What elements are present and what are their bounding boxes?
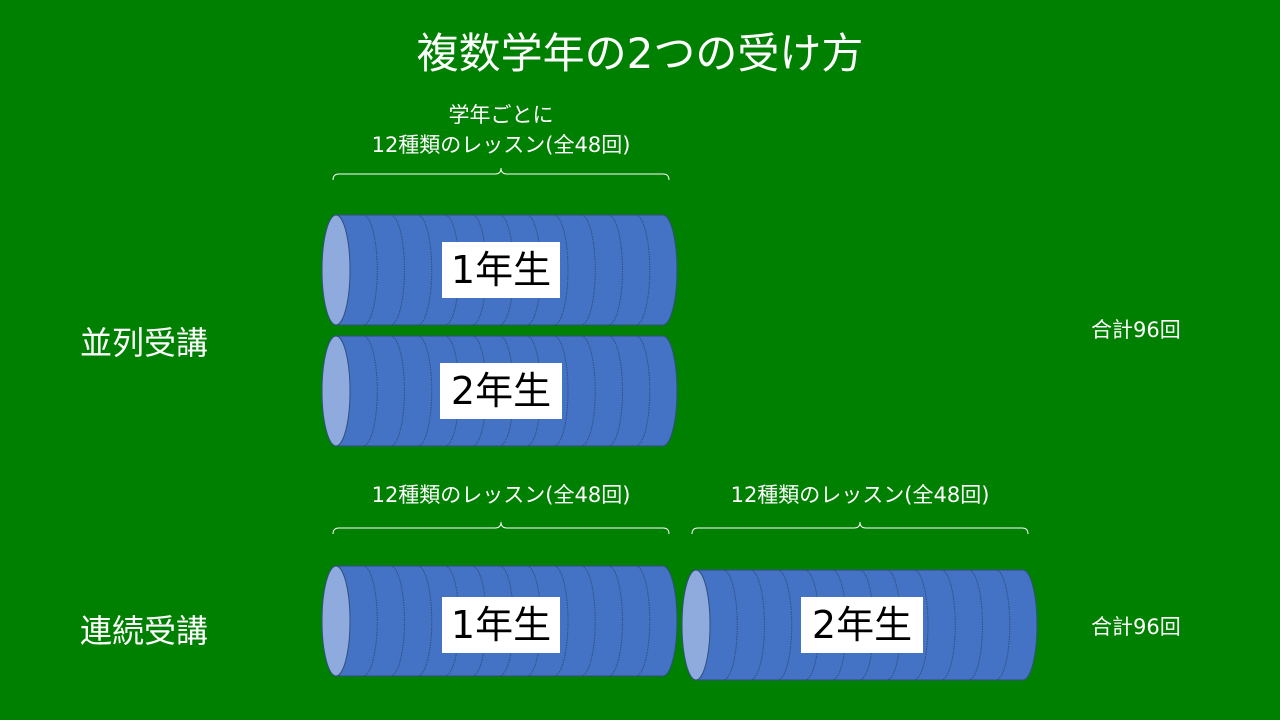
- cylinder-sequential-1-disk-2: [390, 565, 405, 677]
- parallel-total: 合計96回: [1091, 318, 1181, 342]
- cylinder-sequential-2-disk-11: [995, 569, 1011, 681]
- cylinder-parallel-1-disk-10: [608, 214, 623, 326]
- sequential-caption-2: 12種類のレッスン(全48回): [730, 483, 990, 507]
- cylinder-parallel-1-disk-11: [635, 214, 651, 326]
- grade-label-parallel-1: 1年生: [442, 242, 560, 298]
- cylinder-sequential-1-disk-3: [417, 565, 433, 677]
- cylinder-sequential-1-disk-8: [553, 565, 569, 677]
- parallel-caption-line1: 学年ごとに: [448, 103, 554, 127]
- cylinder-parallel-2-front-face: [321, 335, 351, 447]
- grade-label-sequential-2: 2年生: [801, 597, 923, 653]
- cylinder-sequential-1-disk-9: [581, 565, 596, 677]
- cylinder-parallel-2-disk-9: [581, 335, 596, 447]
- brace-parallel: [332, 167, 670, 181]
- cylinder-sequential-2-front-face: [681, 569, 711, 681]
- grade-label-parallel-2: 2年生: [440, 363, 562, 419]
- cylinder-parallel-2-disk-2: [390, 335, 405, 447]
- cylinder-sequential-1-disk-11: [635, 565, 651, 677]
- cylinder-parallel-2-disk-3: [417, 335, 433, 447]
- cylinder-parallel-1-disk-2: [390, 214, 405, 326]
- cylinder-sequential-2-disk-3: [777, 569, 793, 681]
- cylinder-parallel-2-disk-1: [363, 335, 378, 447]
- cylinder-parallel-1-disk-8: [553, 214, 569, 326]
- cylinder-sequential-1-disk-1: [363, 565, 378, 677]
- parallel-caption: 学年ごとに 12種類のレッスン(全48回): [333, 100, 669, 160]
- cylinder-sequential-1-front-face: [321, 565, 351, 677]
- brace-sequential-2: [691, 521, 1029, 535]
- cylinder-parallel-2-disk-8: [553, 335, 569, 447]
- cylinder-sequential-2-disk-10: [968, 569, 983, 681]
- grade-label-sequential-1: 1年生: [442, 597, 560, 653]
- cylinder-parallel-1-front-face: [321, 214, 351, 326]
- cylinder-parallel-2-disk-11: [635, 335, 651, 447]
- slide-title: 複数学年の2つの受け方: [416, 29, 864, 78]
- cylinder-parallel-2-disk-10: [608, 335, 623, 447]
- sequential-total: 合計96回: [1091, 615, 1181, 639]
- parallel-caption-line2: 12種類のレッスン(全48回): [371, 133, 631, 157]
- sequential-label: 連続受講: [80, 612, 209, 650]
- cylinder-parallel-1-disk-3: [417, 214, 433, 326]
- cylinder-sequential-2-disk-1: [723, 569, 738, 681]
- sequential-caption-1: 12種類のレッスン(全48回): [371, 483, 631, 507]
- cylinder-sequential-2-disk-9: [941, 569, 956, 681]
- cylinder-parallel-1-disk-1: [363, 214, 378, 326]
- cylinder-sequential-2-disk-2: [750, 569, 765, 681]
- parallel-label: 並列受講: [80, 324, 209, 362]
- cylinder-sequential-1-disk-10: [608, 565, 623, 677]
- brace-sequential-1: [332, 521, 670, 535]
- cylinder-sequential-2-disk-8: [913, 569, 929, 681]
- cylinder-parallel-1-disk-9: [581, 214, 596, 326]
